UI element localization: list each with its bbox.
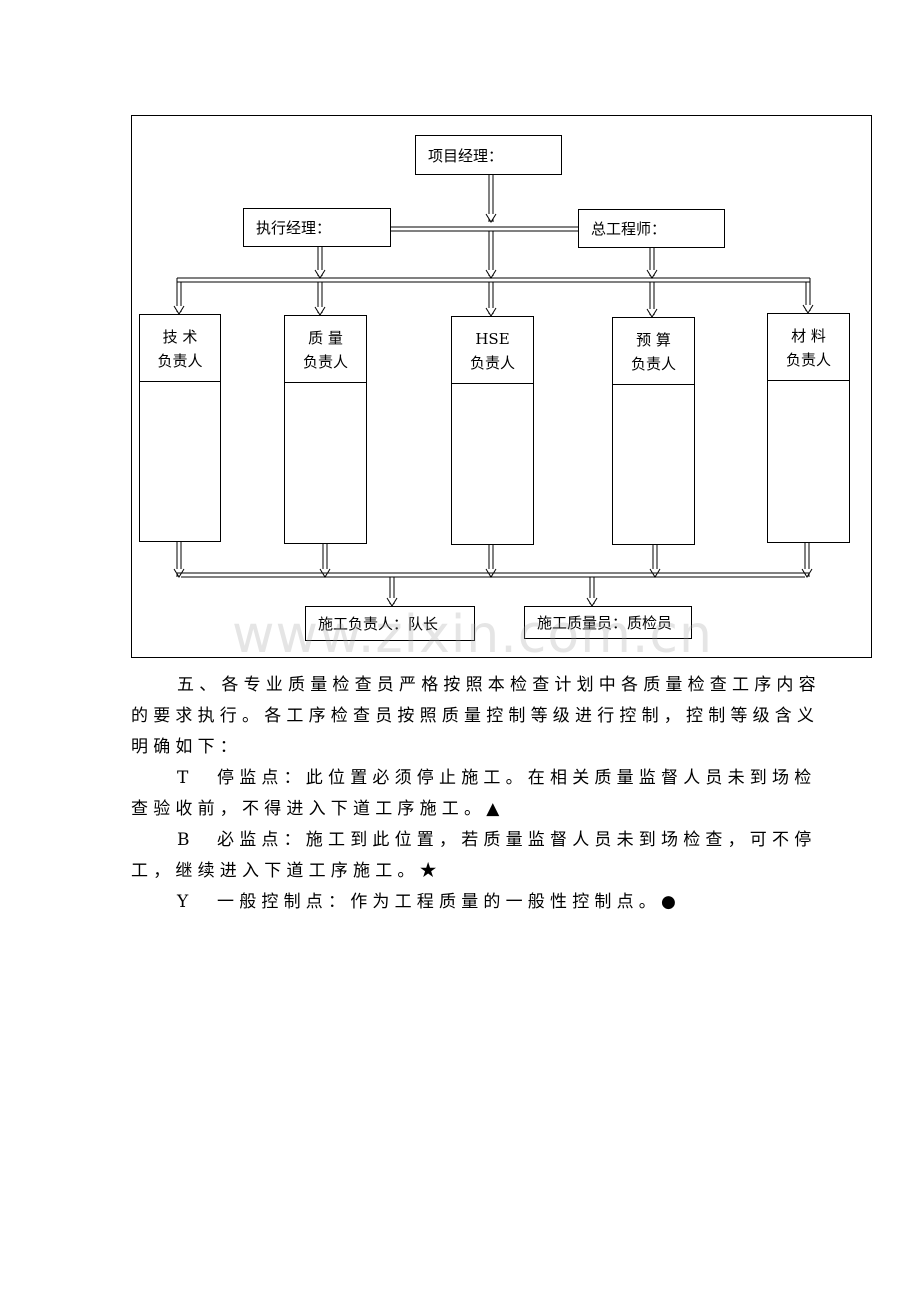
dept-title: 质 量 (308, 329, 343, 347)
dept-header: HSE 负责人 (452, 317, 533, 384)
dept-materials: 材 料 负责人 (767, 313, 850, 543)
dept-header: 质 量 负责人 (285, 316, 366, 383)
dept-role: 负责人 (630, 355, 676, 373)
dept-title: 材 料 (791, 327, 826, 345)
dept-budget: 预 算 负责人 (612, 317, 695, 545)
org-chart: 项目经理： 执行经理： 总工程师： 技 术 负责人 质 量 负责人 HSE 负责… (131, 115, 872, 658)
quality-inspector-box: 施工质量员：质检员 (524, 606, 692, 639)
dept-role: 负责人 (157, 352, 203, 370)
b-code: B (177, 830, 190, 850)
dept-role: 负责人 (469, 354, 515, 372)
dept-title: HSE (475, 330, 510, 348)
chief-engineer-label: 总工程师： (591, 220, 667, 238)
dept-title: 预 算 (636, 331, 671, 349)
project-manager-label: 项目经理： (428, 146, 504, 165)
executive-manager-box: 执行经理： (243, 208, 391, 247)
y-text: 一般控制点：作为工程质量的一般性控制点。● (217, 892, 682, 912)
dept-quality: 质 量 负责人 (284, 315, 367, 544)
paragraph-y-point: Y 一般控制点：作为工程质量的一般性控制点。● (131, 887, 831, 918)
dept-technical: 技 术 负责人 (139, 314, 221, 542)
body-text: 五、各专业质量检查员严格按照本检查计划中各质量检查工序内容的要求执行。各工序检查… (131, 670, 831, 918)
quality-inspector-label: 施工质量员：质检员 (537, 614, 673, 632)
dept-role: 负责人 (302, 353, 348, 371)
dept-header: 技 术 负责人 (140, 315, 220, 382)
t-code: T (177, 768, 189, 788)
chief-engineer-box: 总工程师： (578, 209, 725, 248)
construction-lead-label: 施工负责人：队长 (318, 615, 439, 633)
dept-role: 负责人 (785, 351, 831, 369)
construction-lead-box: 施工负责人：队长 (305, 606, 475, 641)
connector-lines (173, 175, 814, 607)
paragraph-section-five: 五、各专业质量检查员严格按照本检查计划中各质量检查工序内容的要求执行。各工序检查… (131, 675, 821, 757)
dept-title: 技 术 (162, 328, 198, 346)
b-text: 必监点：施工到此位置，若质量监督人员未到场检查，可不停工，继续进入下道工序施工。… (131, 830, 817, 881)
y-code: Y (177, 892, 189, 912)
dept-header: 预 算 负责人 (613, 318, 694, 385)
project-manager-box: 项目经理： (415, 135, 562, 175)
dept-header: 材 料 负责人 (768, 314, 849, 381)
executive-manager-label: 执行经理： (256, 219, 332, 237)
t-text: 停监点：此位置必须停止施工。在相关质量监督人员未到场检查验收前，不得进入下道工序… (131, 768, 817, 819)
dept-hse: HSE 负责人 (451, 316, 534, 545)
